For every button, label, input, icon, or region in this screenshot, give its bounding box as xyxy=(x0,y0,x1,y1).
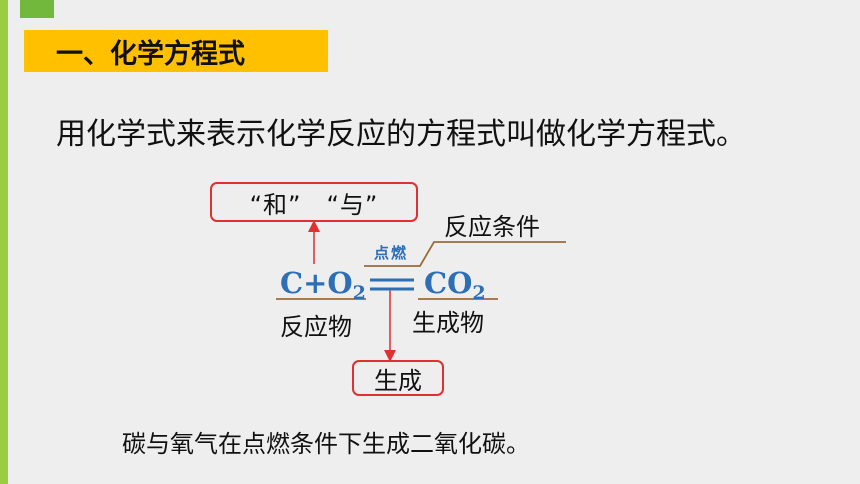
ignition-condition: 点燃 xyxy=(374,244,409,262)
top-accent-block xyxy=(20,0,54,18)
reactants-formula: C+O2 xyxy=(280,266,366,310)
left-accent-bar xyxy=(0,0,8,484)
reactants-text: C+O xyxy=(280,266,353,300)
section-title: 一、化学方程式 xyxy=(24,30,328,72)
section-title-text: 一、化学方程式 xyxy=(56,38,245,70)
reactants-subscript: 2 xyxy=(352,282,366,304)
products-text: CO xyxy=(424,266,473,300)
condition-label: 反应条件 xyxy=(444,213,540,241)
and-with-box: “和” “与” xyxy=(210,182,418,222)
reactant-label: 反应物 xyxy=(280,313,352,341)
generate-box: 生成 xyxy=(352,360,444,396)
and-with-text: “和” “与” xyxy=(249,190,379,219)
summary-sentence: 碳与氧气在点燃条件下生成二氧化碳。 xyxy=(122,430,530,458)
product-label: 生成物 xyxy=(412,309,484,337)
generate-text: 生成 xyxy=(374,366,422,395)
products-subscript: 2 xyxy=(472,282,486,304)
products-formula: CO2 xyxy=(424,266,486,310)
definition-text: 用化学式来表示化学反应的方程式叫做化学方程式。 xyxy=(56,117,746,152)
